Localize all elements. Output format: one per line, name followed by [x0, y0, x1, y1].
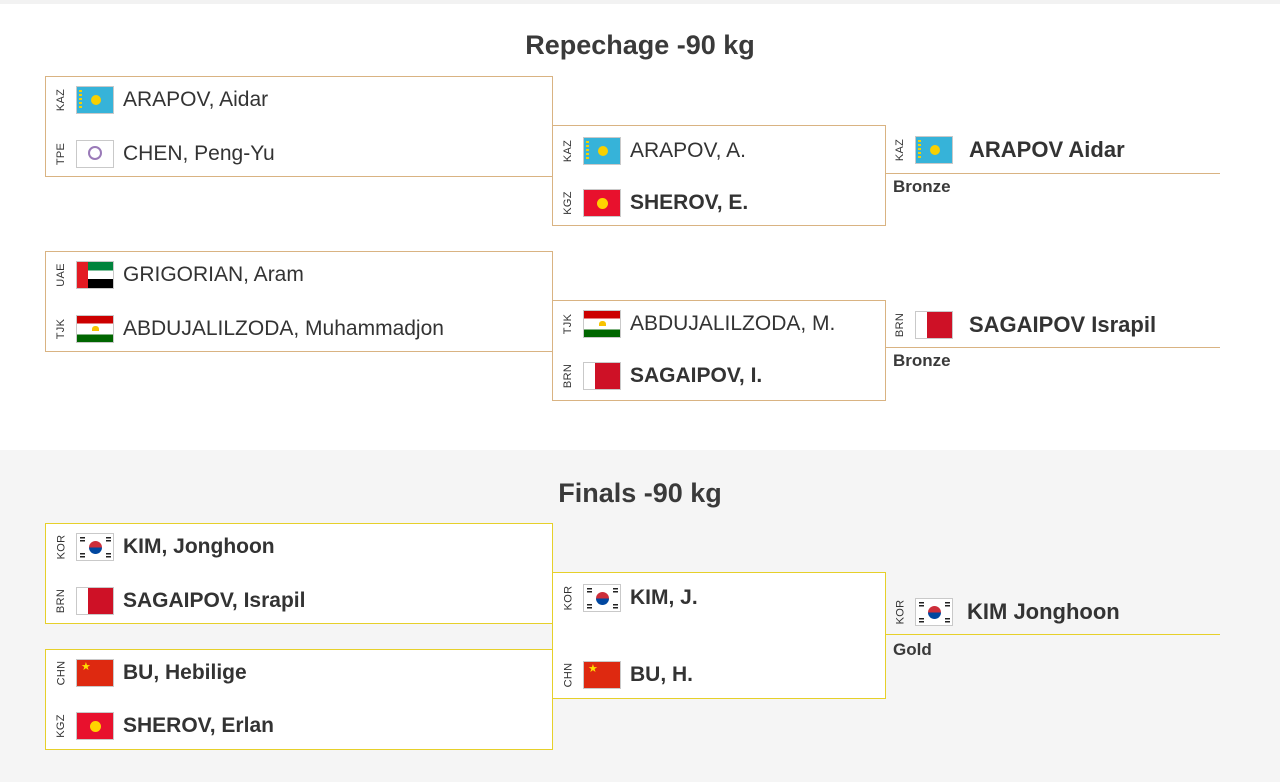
- medal-winner-name: ARAPOV Aidar: [969, 137, 1125, 162]
- competitor-row[interactable]: KAZ ARAPOV, A.: [553, 131, 746, 171]
- competitor-row[interactable]: KGZ SHEROV, E.: [553, 183, 748, 223]
- tjk-flag-icon: [583, 310, 621, 338]
- kor-flag-icon: [583, 584, 621, 612]
- country-code: TPE: [54, 142, 67, 166]
- kor-flag-icon: [915, 598, 953, 626]
- country-code: KAZ: [893, 138, 906, 162]
- country-code: BRN: [55, 588, 67, 614]
- competitor-row[interactable]: CHN BU, H.: [553, 655, 693, 695]
- country-code: TJK: [562, 313, 574, 335]
- medal-winner[interactable]: BRN SAGAIPOV Israpil: [885, 305, 1156, 345]
- competitor-name: BU, H.: [630, 663, 693, 686]
- match-box[interactable]: KOR KIM, Jonghoon BRN SAGAIPOV, Israpil: [45, 523, 553, 624]
- bracket-line: [885, 347, 1220, 348]
- repechage-section: Repechage -90 kg KAZ ARAPOV, Aidar TPE C…: [0, 4, 1280, 450]
- competitor-row[interactable]: KOR KIM, Jonghoon: [46, 527, 275, 567]
- country-code: BRN: [562, 363, 574, 389]
- competitor-name: SAGAIPOV, Israpil: [123, 589, 306, 612]
- kaz-flag-icon: [583, 137, 621, 165]
- tjk-flag-icon: [76, 315, 114, 343]
- competitor-name: ABDUJALILZODA, Muhammadjon: [123, 317, 444, 340]
- match-box[interactable]: KAZ ARAPOV, Aidar TPE CHEN, Peng-Yu: [45, 76, 553, 177]
- country-code: KGZ: [54, 714, 67, 738]
- uae-flag-icon: [76, 261, 114, 289]
- medal-winner[interactable]: KOR KIM Jonghoon: [885, 592, 1120, 632]
- competitor-name: KIM, J.: [630, 586, 698, 609]
- kor-flag-icon: [76, 533, 114, 561]
- competitor-row[interactable]: CHN BU, Hebilige: [46, 653, 247, 693]
- finals-section: Finals -90 kg KOR KIM, Jonghoon BRN SAGA…: [0, 450, 1280, 782]
- country-code: UAE: [55, 263, 67, 287]
- chn-flag-icon: [76, 659, 114, 687]
- competitor-name: ARAPOV, A.: [630, 139, 746, 162]
- competitor-row[interactable]: TPE CHEN, Peng-Yu: [46, 134, 275, 174]
- tpe-flag-icon: [76, 140, 114, 168]
- competitor-row[interactable]: TJK ABDUJALILZODA, M.: [553, 304, 835, 344]
- bracket-line: [885, 173, 1220, 174]
- match-box[interactable]: KAZ ARAPOV, A. KGZ SHEROV, E.: [552, 125, 886, 226]
- medal-winner-name: SAGAIPOV Israpil: [969, 312, 1157, 337]
- competitor-row[interactable]: BRN SAGAIPOV, I.: [553, 356, 762, 396]
- chn-flag-icon: [583, 661, 621, 689]
- competitor-row[interactable]: KGZ SHEROV, Erlan: [46, 706, 274, 746]
- medal-label: Gold: [893, 640, 932, 659]
- country-code: KOR: [894, 599, 906, 625]
- country-code: CHN: [561, 662, 574, 688]
- medal-label: Bronze: [893, 177, 951, 196]
- section-title: Repechage -90 kg: [525, 30, 755, 60]
- medal-label: Bronze: [893, 351, 951, 370]
- brn-flag-icon: [583, 362, 621, 390]
- competitor-name: ARAPOV, Aidar: [123, 88, 269, 111]
- competitor-name: SHEROV, E.: [630, 191, 749, 214]
- competitor-name: ABDUJALILZODA, M.: [630, 312, 836, 335]
- country-code: KAZ: [561, 139, 574, 163]
- competitor-row[interactable]: UAE GRIGORIAN, Aram: [46, 255, 304, 295]
- section-title: Finals -90 kg: [558, 478, 722, 508]
- kgz-flag-icon: [76, 712, 114, 740]
- match-box[interactable]: UAE GRIGORIAN, Aram TJK ABDUJALILZODA, M…: [45, 251, 553, 352]
- top-divider: [0, 0, 1280, 4]
- match-box[interactable]: KOR KIM, J. CHN BU, H.: [552, 572, 886, 699]
- competitor-row[interactable]: KOR KIM, J.: [553, 578, 698, 618]
- bracket-line: [885, 634, 1220, 635]
- brn-flag-icon: [915, 311, 953, 339]
- brn-flag-icon: [76, 587, 114, 615]
- competitor-name: CHEN, Peng-Yu: [123, 142, 275, 165]
- country-code: CHN: [54, 660, 67, 686]
- competitor-name: SAGAIPOV, I.: [630, 364, 763, 387]
- competitor-row[interactable]: KAZ ARAPOV, Aidar: [46, 80, 268, 120]
- kgz-flag-icon: [583, 189, 621, 217]
- kaz-flag-icon: [915, 136, 953, 164]
- match-box[interactable]: TJK ABDUJALILZODA, M. BRN SAGAIPOV, I.: [552, 300, 886, 401]
- medal-winner-name: KIM Jonghoon: [967, 599, 1120, 624]
- competitor-name: GRIGORIAN, Aram: [123, 263, 304, 286]
- country-code: TJK: [55, 318, 67, 340]
- competitor-row[interactable]: TJK ABDUJALILZODA, Muhammadjon: [46, 309, 444, 349]
- competitor-row[interactable]: BRN SAGAIPOV, Israpil: [46, 581, 305, 621]
- competitor-name: BU, Hebilige: [123, 661, 247, 684]
- country-code: KOR: [562, 585, 574, 611]
- competitor-name: KIM, Jonghoon: [123, 535, 275, 558]
- country-code: KOR: [55, 534, 67, 560]
- country-code: BRN: [894, 312, 906, 338]
- medal-winner[interactable]: KAZ ARAPOV Aidar: [885, 130, 1125, 170]
- match-box[interactable]: CHN BU, Hebilige KGZ SHEROV, Erlan: [45, 649, 553, 750]
- competitor-name: SHEROV, Erlan: [123, 714, 274, 737]
- country-code: KGZ: [561, 191, 574, 215]
- kaz-flag-icon: [76, 86, 114, 114]
- country-code: KAZ: [54, 88, 67, 112]
